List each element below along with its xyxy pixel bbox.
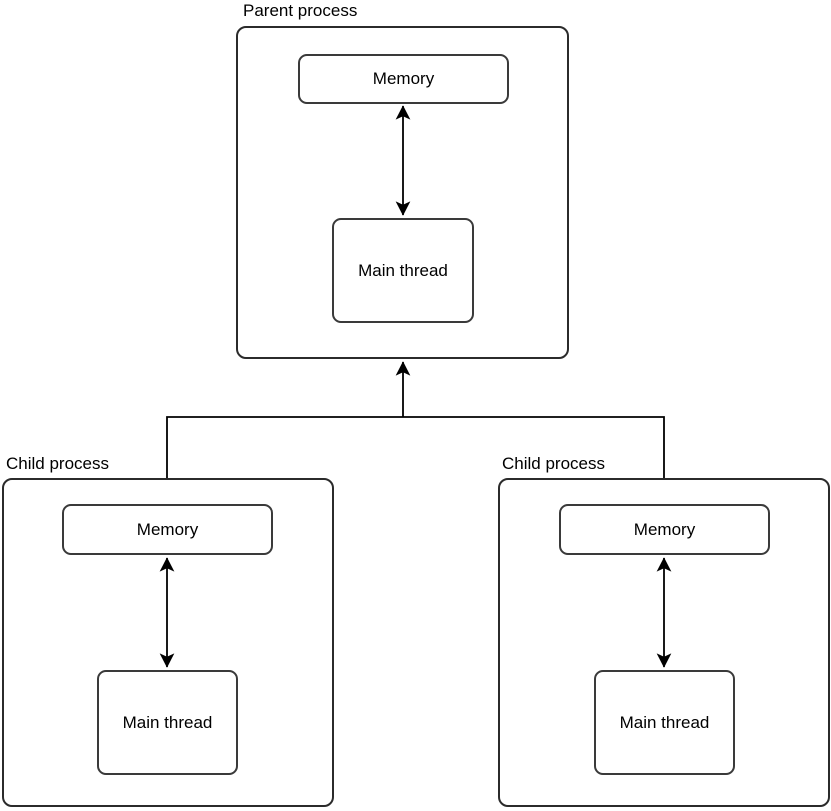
parent-memory-label: Memory <box>372 69 435 88</box>
child-right-memory-box: Memory <box>559 504 770 555</box>
child-right-memory-label: Memory <box>633 519 696 539</box>
parent-main-thread-label: Main thread <box>358 260 448 280</box>
child-left-main-thread-label: Main thread <box>122 712 213 732</box>
child-left-main-thread-box: Main thread <box>97 670 238 775</box>
parent-process-label: Parent process <box>243 1 358 20</box>
child-process-right-label: Child process <box>502 454 605 473</box>
child-left-memory-box: Memory <box>62 504 273 555</box>
parent-main-thread-box: Main thread <box>332 218 474 323</box>
child-process-left-label: Child process <box>6 454 109 473</box>
parent-memory-box: Memory <box>298 54 509 104</box>
child-left-memory-label: Memory <box>136 519 199 539</box>
child-right-main-thread-label: Main thread <box>619 712 710 732</box>
child-right-main-thread-box: Main thread <box>594 670 735 775</box>
